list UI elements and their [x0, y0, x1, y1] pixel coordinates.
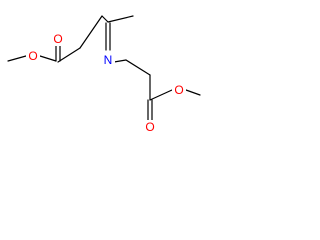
- atom-bg: [101, 53, 115, 67]
- atom-bg: [51, 32, 65, 46]
- bond-methoxy-methyl-right: [185, 89, 201, 96]
- atom-bg: [143, 120, 157, 134]
- oxygen-atom-methoxy-left: O: [28, 49, 37, 63]
- oxygen-atom-carbonyl-left: O: [53, 32, 62, 46]
- atom-bg: [26, 49, 40, 63]
- atom-bg: [172, 83, 186, 97]
- molecule-structure: O O N O O: [7, 15, 201, 134]
- bond-chain-4: [125, 59, 151, 76]
- oxygen-atom-methoxy-right: O: [174, 83, 183, 97]
- bond-imine-methyl: [107, 15, 134, 23]
- bond-carbonyl-methoxy-right: [149, 89, 173, 101]
- bond-chain-2: [79, 15, 103, 49]
- bond-methoxy-carbonyl-left: [39, 55, 57, 62]
- oxygen-atom-carbonyl-right: O: [145, 120, 154, 134]
- nitrogen-atom-imine: N: [104, 53, 113, 67]
- bond-chain-1: [57, 47, 81, 63]
- bond-n-ch2: [113, 59, 127, 63]
- bond-chain-3: [101, 15, 109, 23]
- bond-methyl-methoxy-left: [7, 55, 27, 62]
